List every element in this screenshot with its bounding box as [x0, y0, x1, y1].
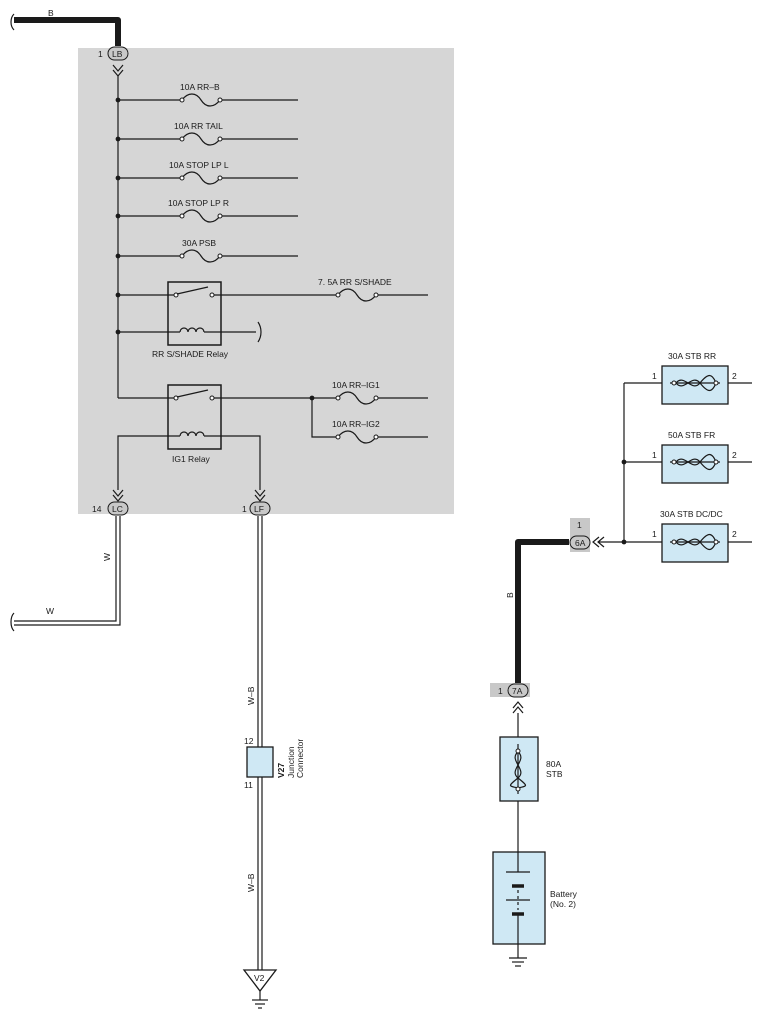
fuse-rr-ig1: 10A RR–IG1 [309, 380, 428, 405]
battery-no2: Battery (No. 2) [492, 851, 578, 945]
fuse-label: 7. 5A RR S/SHADE [318, 277, 392, 287]
fusible-link-label: 30A STB RR [668, 351, 716, 361]
fuse-psb: 30A PSB [115, 238, 298, 263]
junction-block [78, 48, 454, 514]
fuse-rr-tail: 10A RR TAIL [115, 121, 298, 146]
relay-label: RR S/SHADE Relay [152, 349, 229, 359]
junction-pin-bottom: 11 [244, 780, 253, 790]
connector-lb-name: LB [112, 49, 123, 59]
fusible-link-label: 80A [546, 759, 561, 769]
junction-label: Connector [295, 739, 305, 778]
wire-label: W–B [246, 686, 256, 705]
battery-label: (No. 2) [550, 899, 576, 909]
ground-v2: V2 [242, 969, 278, 1009]
connector-7a: 1 7A [490, 683, 530, 714]
wire-label: W [46, 606, 54, 616]
fuse-stop-lp-l: 10A STOP LP L [115, 160, 298, 185]
junction-label: Junction [286, 746, 296, 778]
fusible-link-label: 30A STB DC/DC [660, 509, 723, 519]
fusible-link-pin: 1 [652, 371, 657, 381]
wire-label: W [102, 553, 112, 561]
fusible-link-pin: 2 [732, 371, 737, 381]
junction-id: V27 [276, 763, 286, 778]
fuse-label: 10A STOP LP R [168, 198, 229, 208]
fuse-label: 10A RR–IG1 [332, 380, 380, 390]
relay-rr-sshade: RR S/SHADE Relay [115, 281, 336, 359]
fusible-link-label: 50A STB FR [668, 430, 715, 440]
fusible-link-stb-dcdc: 30A STB DC/DC 1 2 [598, 509, 752, 563]
connector-lc: 14 LC [92, 489, 129, 516]
fuse-label: 10A RR–IG2 [332, 419, 380, 429]
ground-battery [509, 944, 527, 967]
connector-lf-name: LF [254, 504, 264, 514]
fusible-link-pin: 1 [652, 529, 657, 539]
connector-6a-pin: 1 [577, 520, 582, 530]
connector-6a-name: 6A [575, 538, 586, 548]
fuse-rr-b: 10A RR–B [115, 82, 298, 107]
wire-lf-wb: W–B W–B [246, 516, 263, 970]
fuse-label: 10A RR–B [180, 82, 220, 92]
fuse-label: 30A PSB [182, 238, 216, 248]
fuse-rr-ig2: 10A RR–IG2 [311, 398, 428, 444]
connector-7a-name: 7A [512, 686, 523, 696]
fusible-link-stb-rr: 30A STB RR 1 2 [624, 351, 752, 405]
connector-7a-pin: 1 [498, 686, 503, 696]
fusible-link-stb-fr: 50A STB FR 1 2 [621, 430, 752, 484]
wire-lc-w: W W [10, 516, 121, 632]
fusible-link-pin: 2 [732, 450, 737, 460]
wire-label: B [505, 592, 515, 598]
connector-6a: 1 6A [569, 518, 605, 552]
wire-right-b: B [505, 539, 569, 683]
fuse-rr-sshade: 7. 5A RR S/SHADE [318, 277, 428, 302]
ground-id: V2 [254, 973, 265, 983]
wire-label: W–B [246, 873, 256, 892]
fuse-label: 10A STOP LP L [169, 160, 229, 170]
connector-lc-name: LC [112, 504, 123, 514]
wire-label-top-b: B [48, 8, 54, 18]
fusible-link-pin: 1 [652, 450, 657, 460]
junction-pin-top: 12 [244, 736, 254, 746]
connector-lf-pin: 1 [242, 504, 247, 514]
battery-label: Battery [550, 889, 578, 899]
junction-connector-v27: 12 11 V27 Junction Connector [244, 736, 305, 790]
fusible-link-label: STB [546, 769, 563, 779]
fusible-link-80a-stb: 80A STB [499, 713, 563, 852]
connector-lb-pin: 1 [98, 49, 103, 59]
fuse-stop-lp-r: 10A STOP LP R [115, 198, 298, 223]
connector-lf: 1 LF [242, 489, 271, 516]
fusible-link-pin: 2 [732, 529, 737, 539]
wire-top-b: B [10, 8, 121, 46]
fuse-label: 10A RR TAIL [174, 121, 223, 131]
connector-lc-pin: 14 [92, 504, 102, 514]
relay-ig1: IG1 Relay [117, 384, 336, 490]
relay-label: IG1 Relay [172, 454, 211, 464]
